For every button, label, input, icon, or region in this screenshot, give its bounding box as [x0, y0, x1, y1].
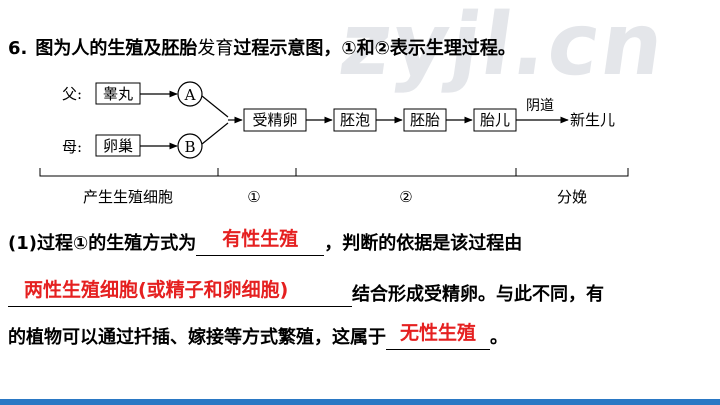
answer-blank-2[interactable]: 两性生殖细胞(或精子和卵细胞) — [8, 279, 352, 307]
answer-line-1: (1)过程①的生殖方式为 有性生殖 ，判断的依据是该过程由 — [8, 228, 523, 256]
circle-b — [177, 133, 203, 159]
circle-a — [177, 81, 203, 107]
zygote-label: 受精卵 — [252, 111, 297, 129]
newborn-label: 新生儿 — [570, 111, 615, 129]
testis-label: 睾丸 — [103, 85, 133, 103]
question-seg-3: 发育 — [197, 38, 234, 59]
part1-prefix: (1) — [8, 233, 37, 254]
blastocyst-label: 胚泡 — [340, 111, 370, 129]
bracket-label-1: ① — [247, 188, 260, 206]
part1-text3: 结合形成受精卵。与此不同，有 — [352, 284, 604, 305]
merge-line-a — [201, 95, 229, 118]
part1-text4: 的植物可以通过扦插、嫁接等方式繁殖，这属于 — [8, 327, 386, 348]
bracket-label-gametes: 产生生殖细胞 — [83, 188, 173, 206]
question-seg-2: 人的生殖及胚胎 — [71, 38, 198, 59]
answer-2: 两性生殖细胞(或精子和卵细胞) — [24, 279, 289, 301]
stage-bracket — [39, 168, 629, 177]
part1-text5: 。 — [490, 327, 508, 348]
answer-line-3: 的植物可以通过扦插、嫁接等方式繁殖，这属于无性生殖。 — [8, 322, 508, 350]
question-number: 6. — [8, 38, 28, 59]
answer-blank-1[interactable]: 有性生殖 — [196, 228, 325, 256]
bottom-bar — [0, 399, 720, 405]
answer-blank-3[interactable]: 无性生殖 — [386, 322, 490, 350]
bracket-label-birth: 分娩 — [557, 188, 587, 206]
part1-text2: ，判断的依据是该过程由 — [324, 233, 523, 254]
answer-1: 有性生殖 — [222, 228, 299, 250]
reproduction-diagram: 父: 睾丸 A 母: 卵巢 B 受精卵 胚泡 胚胎 胎儿 阴道 新生儿 产生生殖… — [39, 81, 629, 206]
answer-line-2: 两性生殖细胞(或精子和卵细胞) 结合形成受精卵。与此不同，有 — [8, 279, 604, 307]
fetus-label: 胎儿 — [480, 111, 510, 129]
mother-label: 母: — [62, 138, 82, 156]
circle-b-label: B — [184, 138, 195, 156]
ovary-label: 卵巢 — [103, 137, 133, 155]
answer-3: 无性生殖 — [399, 322, 476, 344]
embryo-label: 胚胎 — [410, 111, 440, 129]
bracket-label-2: ② — [399, 188, 412, 206]
father-label: 父: — [62, 85, 82, 103]
vagina-label: 阴道 — [526, 98, 554, 114]
part1-text1: 过程①的生殖方式为 — [36, 233, 197, 254]
merge-line-b — [201, 122, 229, 145]
question-seg-1: 图为 — [35, 38, 72, 59]
circle-a-label: A — [184, 86, 196, 104]
question-seg-4: 过程示意图，①和②表示生理过程。 — [233, 38, 516, 59]
question-title: 6. 图为人的生殖及胚胎发育过程示意图，①和②表示生理过程。 — [8, 34, 516, 60]
